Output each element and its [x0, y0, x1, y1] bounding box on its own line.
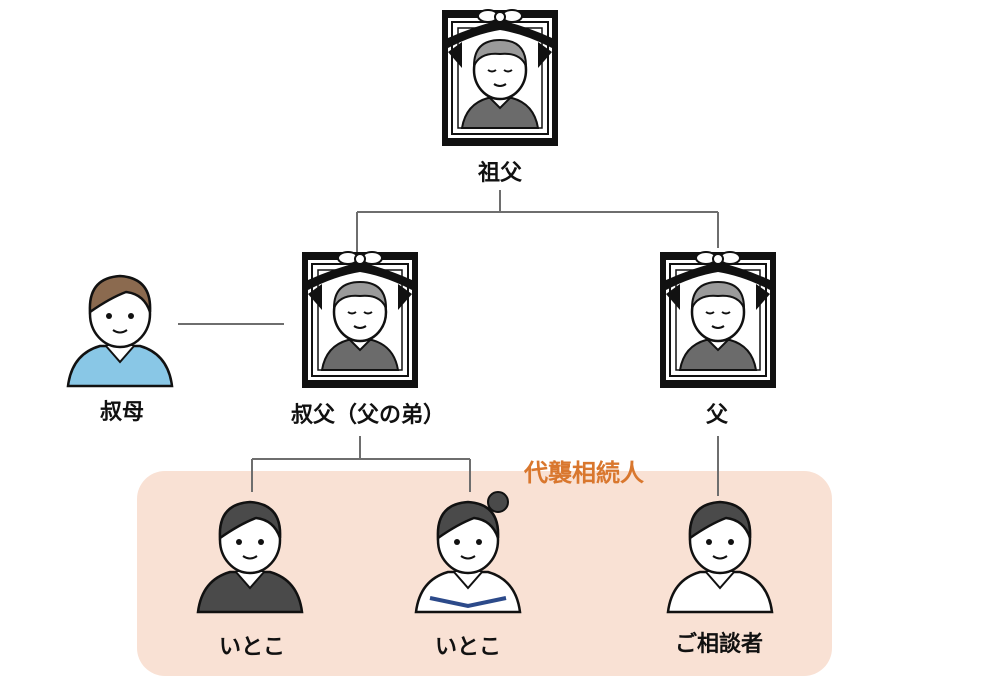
aunt-label: 叔母: [99, 400, 145, 425]
connector-lines: [178, 190, 719, 496]
heir-group-label: 代襲相続人: [524, 459, 644, 487]
cousin-female-label: いとこ: [434, 635, 502, 660]
hair-bun: [487, 491, 509, 513]
father-portrait-icon: [658, 250, 778, 390]
grandfather-label: 祖父: [477, 161, 523, 186]
sailor-collar: [429, 596, 507, 609]
cousin-male-label: いとこ: [218, 635, 286, 660]
aunt-avatar-icon: [66, 274, 174, 388]
uncle-label: 叔父（父の弟）: [290, 403, 446, 428]
client-label: ご相談者: [674, 632, 764, 657]
father-label: 父: [705, 403, 729, 428]
client-avatar-icon: [666, 500, 774, 614]
grandfather-portrait-icon: [440, 8, 560, 148]
cousin-male-avatar-icon: [196, 500, 304, 614]
uncle-portrait-icon: [300, 250, 420, 390]
cousin-female-avatar-icon: [414, 500, 522, 614]
